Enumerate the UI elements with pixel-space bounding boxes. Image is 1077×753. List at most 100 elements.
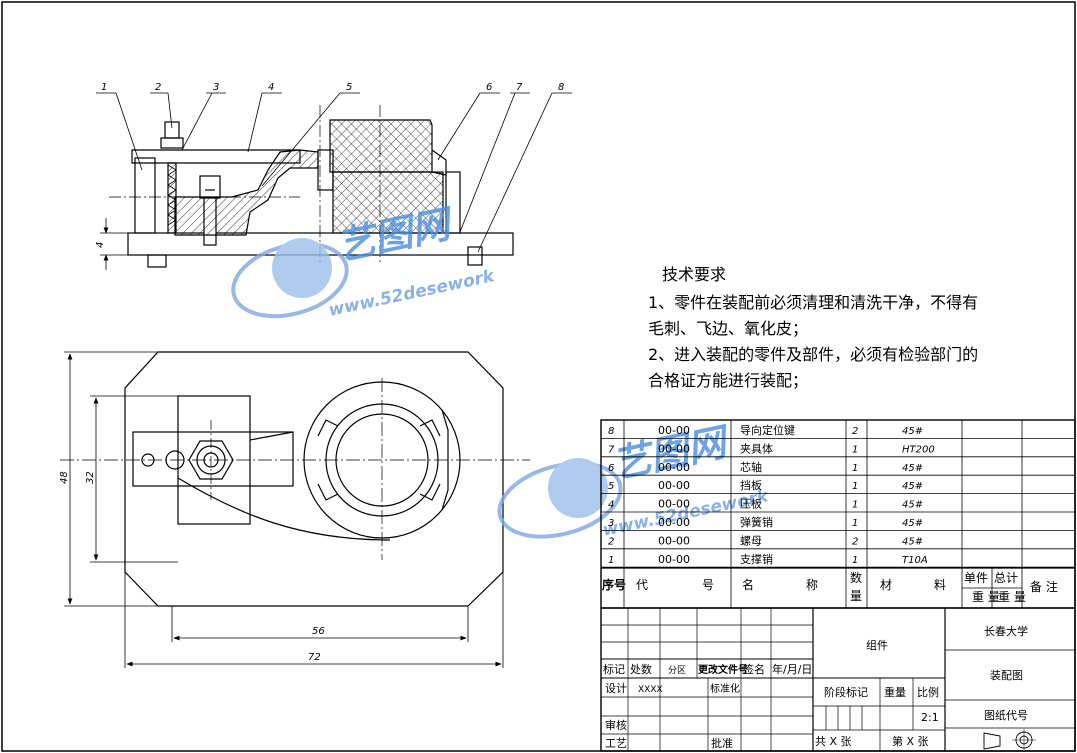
bom-row-qty: 2	[852, 536, 858, 547]
tb-count: 处数	[630, 663, 652, 676]
tech-line-2: 毛刺、飞边、氧化皮；	[648, 319, 809, 338]
bom-header-name-a: 名	[742, 577, 754, 592]
bom-header-note: 备 注	[1030, 579, 1058, 594]
bom-row-qty: 1	[852, 481, 858, 492]
bom-row-qty: 1	[852, 463, 858, 474]
tb-scale: 比例	[917, 685, 939, 699]
tb-approve: 批准	[711, 736, 733, 750]
bom-row-qty: 2	[852, 426, 858, 437]
tb-zone: 分区	[668, 665, 686, 676]
bom-row-no: 2	[608, 536, 614, 547]
dim-top-labels: 48 32 56 72	[59, 471, 325, 663]
support-block	[134, 157, 156, 234]
bom-row-material: 45#	[902, 481, 923, 492]
title-block	[600, 607, 1076, 752]
bom-row-no: 8	[608, 426, 614, 437]
bom-header-qty-b: 量	[850, 589, 862, 603]
callout-6: 6	[486, 82, 492, 93]
bom-row-no: 4	[608, 500, 614, 511]
tb-weight: 重量	[884, 685, 906, 699]
bom-table	[600, 419, 1076, 609]
bom-header-w-a: 单件	[964, 571, 988, 585]
callout-5: 5	[346, 82, 352, 93]
callout-8: 8	[558, 82, 564, 93]
nut-hexagon	[188, 440, 234, 480]
bom-row-code: 00-00	[658, 461, 690, 474]
bom-row-material: 45#	[902, 536, 923, 547]
bom-row-name: 夹具体	[740, 441, 773, 455]
bom-row-material: 45#	[902, 463, 923, 474]
tb-craft: 工艺	[605, 737, 627, 750]
bom-header-code-b: 号	[702, 578, 714, 592]
bom-row-qty: 1	[852, 518, 858, 529]
bom-header-w-b: 总计	[994, 571, 1018, 585]
bom-row-material: 45#	[902, 518, 923, 529]
bom-header-mat-b: 料	[934, 578, 946, 592]
dim-72: 72	[308, 652, 321, 663]
bom-row-name: 压板	[740, 497, 762, 511]
tb-stage: 阶段标记	[824, 685, 868, 699]
bom-row-name: 芯轴	[740, 460, 762, 474]
callout-4: 4	[268, 82, 274, 93]
dim-32: 32	[85, 471, 96, 484]
bom-row-code: 00-00	[658, 479, 690, 492]
bom-header-w-d: 重 量	[998, 590, 1026, 604]
bom-row-code: 00-00	[658, 534, 690, 547]
tech-line-3: 2、进入装配的零件及部件，必须有检验部门的	[648, 345, 979, 364]
bom-row-no: 6	[608, 463, 614, 474]
watermark-url-mid: www.52desework	[601, 486, 772, 541]
mandrel	[329, 119, 433, 173]
callout-numbers: 1 2 3 4 5 6 7 8	[101, 82, 564, 93]
bom-header-no: 序号	[602, 577, 626, 592]
bom-row-code: 00-00	[658, 424, 690, 437]
callout-leaders	[96, 92, 572, 253]
bom-row-no: 5	[608, 481, 614, 492]
tb-std: 标准化	[710, 682, 740, 695]
bom-row-material: T10A	[902, 555, 928, 566]
dim-48: 48	[59, 471, 70, 484]
bom-row-name: 挡板	[740, 478, 762, 492]
base-outline	[124, 351, 504, 607]
watermark-url-top: www.52desework	[327, 266, 498, 321]
bom-row-qty: 1	[852, 444, 858, 455]
bom-header-code-a: 代	[636, 578, 648, 592]
bom-row-name: 导向定位键	[740, 423, 795, 437]
bom-row-no: 7	[608, 444, 615, 455]
bom-row-material: 45#	[902, 426, 923, 437]
dim-front-height	[100, 218, 128, 270]
top-view	[60, 351, 530, 607]
tb-total: 共 X 张	[815, 735, 852, 748]
callout-3: 3	[213, 82, 219, 93]
tb-check: 审核	[605, 718, 627, 732]
tb-drawing-code: 图纸代号	[984, 709, 1028, 722]
tb-assembly: 组件	[866, 638, 888, 652]
bom-row-no: 1	[608, 555, 614, 566]
bom-row-qty: 1	[852, 555, 858, 566]
bom-header-w-c: 重 量	[972, 590, 1000, 604]
bom-row-name: 弹簧销	[740, 515, 773, 529]
bom-row-code: 00-00	[658, 553, 690, 566]
callout-1: 1	[101, 82, 107, 93]
dim-front-height-label: 4	[95, 242, 106, 248]
bom-row-name: 螺母	[740, 534, 762, 547]
tb-school: 长春大学	[984, 624, 1028, 638]
tech-line-1: 1、零件在装配前必须清理和清洗干净，不得有	[648, 293, 979, 312]
tb-sign: 签名	[743, 662, 765, 676]
bom-row-code: 00-00	[658, 442, 690, 455]
tech-title: 技术要求	[662, 265, 727, 284]
callout-2: 2	[155, 82, 161, 93]
technical-requirements: 技术要求 1、零件在装配前必须清理和清洗干净，不得有 毛刺、飞边、氧化皮； 2、…	[648, 262, 1068, 394]
bom-rows: 8 00-00 导向定位键 2 45# 7 00-00 夹具体 1 HT200 6 00-00 芯轴 1 4…	[608, 423, 935, 566]
front-section-view	[109, 105, 514, 268]
bom-row-no: 3	[608, 518, 614, 529]
bom-header-qty-a: 数	[850, 570, 862, 585]
bom-row-material: 45#	[902, 500, 923, 511]
bom-row-qty: 1	[852, 500, 858, 511]
tb-mark: 标记	[603, 662, 625, 676]
bom-row-material: HT200	[902, 444, 935, 455]
tech-line-4: 合格证方能进行装配；	[648, 371, 809, 390]
bom-header-name-b: 称	[806, 578, 818, 592]
tb-drawing-name: 装配图	[990, 669, 1023, 682]
